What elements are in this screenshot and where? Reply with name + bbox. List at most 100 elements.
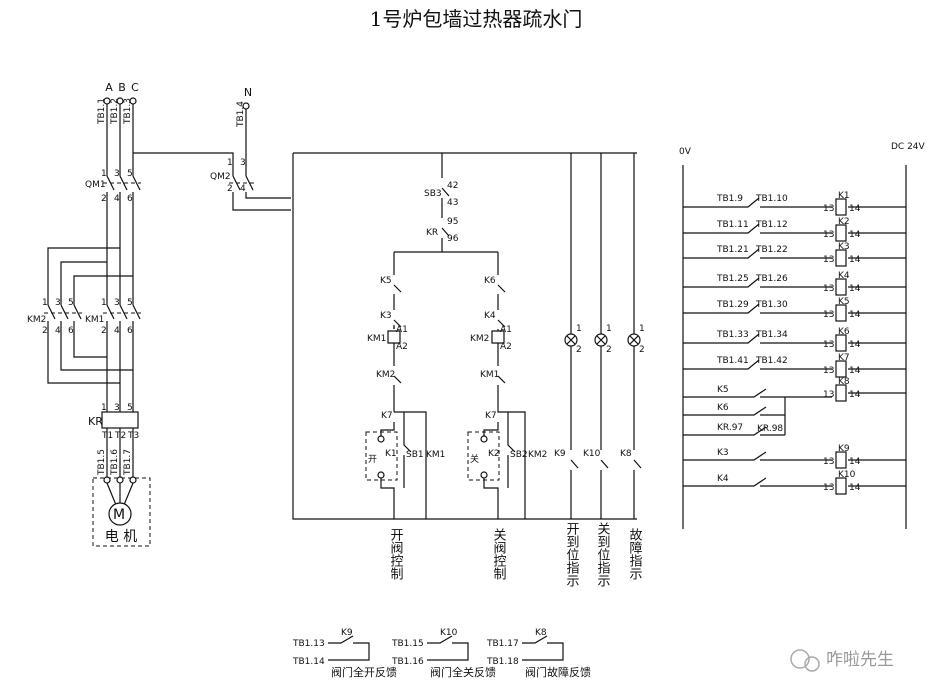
relay-row-term-a: TB1.41 — [716, 356, 749, 366]
relay-coil-k8-label: K8 — [838, 377, 850, 387]
relay-row-term-b: TB1.30 — [755, 300, 788, 310]
kr-thermal-relay — [101, 411, 139, 429]
relay-coil-pin14: 14 — [849, 310, 861, 320]
relay-coil-label: K9 — [838, 444, 850, 454]
kr-out-t1: T1 — [101, 431, 113, 441]
feedback-term-1: TB1.15 — [391, 639, 424, 649]
close-hold-km2: KM2 — [528, 450, 547, 460]
km1-pin-1: 1 — [101, 298, 107, 308]
relay-row-term-a: TB1.21 — [716, 245, 749, 255]
kr-pin-95: 95 — [447, 217, 458, 227]
relay-coil-pin14: 14 — [849, 284, 861, 294]
lamp3-pin1: 1 — [639, 324, 645, 334]
feedback-label: 阀门全开反馈 — [331, 665, 397, 679]
relay-contact-label: K4 — [717, 474, 729, 484]
km2-pin-5: 5 — [68, 298, 74, 308]
relay-row-term-a: TB1.33 — [716, 330, 749, 340]
relay-row-term-b: TB1.22 — [755, 245, 788, 255]
close-k2: K2 — [488, 449, 500, 459]
lamp-k9: K9 — [554, 449, 566, 459]
close-coil-a2: A2 — [500, 342, 512, 352]
neutral-label: N — [244, 86, 252, 99]
close-sb2: SB2 — [510, 450, 528, 460]
relay-row-term-b: TB1.10 — [755, 194, 788, 204]
km2-pin-6: 6 — [68, 326, 74, 336]
relay-contact-label: K3 — [717, 448, 729, 458]
open-coil-km1: KM1 — [367, 334, 386, 344]
relay-coil — [835, 477, 847, 495]
label-open-control: 开阀控制 — [388, 528, 404, 580]
kr-pin-5: 5 — [127, 403, 133, 413]
km1-pin-5: 5 — [127, 298, 133, 308]
relay-row-term-a: TB1.25 — [716, 274, 749, 284]
relay-coil-label: K10 — [838, 470, 856, 480]
relay-coil — [835, 360, 847, 378]
open-k1: K1 — [385, 449, 397, 459]
qm1-pin-2: 2 — [101, 194, 107, 204]
relay-row-term-b: TB1.12 — [755, 220, 788, 230]
indicator-lamps: 1 2 1 2 1 2 K9 K10 K8 — [554, 153, 645, 519]
lamp2-pin1: 1 — [606, 324, 612, 334]
km1-main-label: KM1 — [85, 315, 104, 325]
close-k4: K4 — [484, 311, 496, 321]
km2-pin-2: 2 — [42, 326, 48, 336]
watermark-text: 咋啦先生 — [826, 650, 894, 670]
relay-coil — [835, 278, 847, 296]
km2-pin-3: 3 — [55, 298, 61, 308]
relay-row-term-a: TB1.9 — [716, 194, 743, 204]
feedback-term-1: TB1.17 — [486, 639, 519, 649]
close-k6: K6 — [484, 276, 496, 286]
qm1-label: QM1 — [85, 180, 106, 190]
relay-coil-label: K2 — [838, 217, 850, 227]
relay-coil-pin14: 14 — [849, 340, 861, 350]
control-circuit: SB3 42 43 KR 95 96 K5 K3 KM1 A1 A2 KM2 K… — [292, 152, 645, 587]
qm2-label: QM2 — [210, 172, 231, 182]
qm1-pin-3: 3 — [114, 169, 120, 179]
open-coil-a2: A2 — [396, 342, 408, 352]
relay-coil-pin14: 14 — [849, 366, 861, 376]
motor-term-5: TB1.5 — [97, 449, 107, 476]
relay-coil — [835, 451, 847, 469]
feedback-term-2: TB1.16 — [391, 657, 424, 667]
relay-row-term-b: TB1.26 — [755, 274, 788, 284]
feedback-contacts: TB1.13TB1.14K9阀门全开反馈TB1.15TB1.16K10阀门全关反… — [292, 628, 591, 679]
sb3-pin-43: 43 — [447, 198, 458, 208]
qm1-pin-5: 5 — [127, 169, 133, 179]
kr-aux-label: KR — [426, 228, 438, 238]
feedback-term-1: TB1.13 — [292, 639, 325, 649]
km1-pin-4: 4 — [114, 326, 120, 336]
motor-icon — [108, 502, 132, 526]
km2-main-label: KM2 — [27, 315, 46, 325]
relay-row-term-b: TB1.34 — [755, 330, 788, 340]
kr-pin-96: 96 — [447, 234, 459, 244]
watermark: 咋啦先生 — [790, 649, 894, 672]
power-circuit: A B C N TB1.1 TB1.2 TB1.3 TB1.4 QM1 1 3 … — [27, 81, 291, 547]
open-k3: K3 — [380, 311, 392, 321]
relay-coil-pin13: 13 — [823, 255, 834, 265]
open-k7: K7 — [381, 411, 393, 421]
k8-contact-label: K5 — [717, 385, 729, 395]
relay-coil-pin14: 14 — [849, 457, 861, 467]
k8-tail-label: KR.98 — [757, 424, 783, 434]
open-limit-label: 开 — [368, 454, 377, 465]
close-interlock-km1: KM1 — [480, 370, 499, 380]
close-k7: K7 — [485, 411, 497, 421]
feedback-term-2: TB1.14 — [292, 657, 325, 667]
sb3-pin-42: 42 — [447, 181, 458, 191]
relay-coil — [835, 304, 847, 322]
lamp1-pin2: 2 — [576, 345, 582, 355]
relay-row-term-a: TB1.29 — [716, 300, 749, 310]
diagram-title: 1号炉包墙过热器疏水门 — [370, 7, 583, 31]
close-branch: K6 K4 KM2 A1 A2 KM1 K7 关 K2 SB2 KM2 — [467, 252, 547, 519]
feedback-relay: K8 — [535, 628, 547, 638]
terminal-tb1-3: TB1.3 — [123, 98, 133, 125]
relay-coil-label: K3 — [838, 242, 850, 252]
label-fault-indicator: 故障指示 — [627, 528, 643, 580]
terminal-tb1-1: TB1.1 — [97, 98, 107, 125]
label-close-indicator: 关到位指示 — [595, 522, 611, 587]
wechat-icon — [790, 649, 810, 669]
open-branch: K5 K3 KM1 A1 A2 KM2 K7 开 K1 SB1 KM1 — [365, 252, 445, 519]
close-coil-km2: KM2 — [470, 334, 489, 344]
